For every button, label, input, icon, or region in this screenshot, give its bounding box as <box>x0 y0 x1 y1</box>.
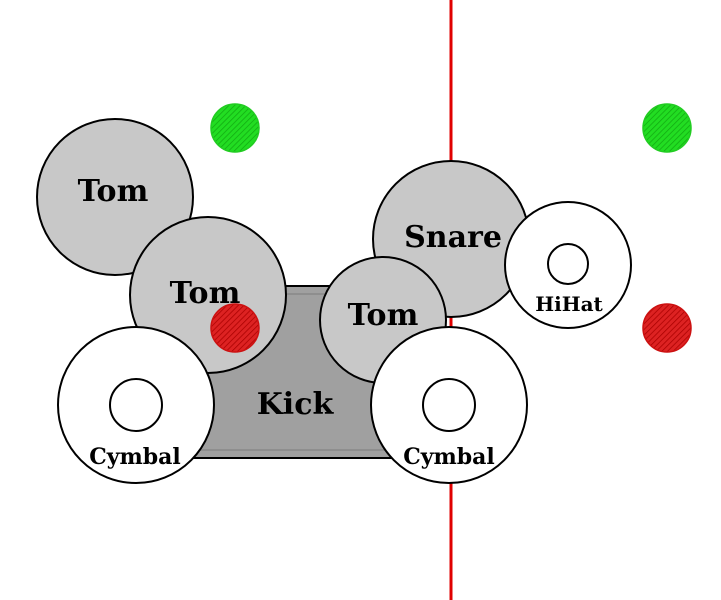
tom-upper-left[interactable]: Tom <box>36 118 194 276</box>
hihat[interactable]: HiHat <box>504 201 632 329</box>
snare-label: Snare <box>404 220 502 255</box>
green-marker-left <box>210 103 260 153</box>
cymbal-right-label: Cymbal <box>403 444 495 470</box>
kick-label: Kick <box>257 387 335 422</box>
cymbal-left-label: Cymbal <box>89 444 181 470</box>
red-marker-right <box>642 303 692 353</box>
hihat-label: HiHat <box>535 292 603 316</box>
green-marker-right <box>642 103 692 153</box>
cymbal-left[interactable]: Cymbal <box>57 326 215 484</box>
red-marker-center <box>210 303 260 353</box>
tom-right-label: Tom <box>348 298 419 333</box>
cymbal-right[interactable]: Cymbal <box>370 326 528 484</box>
tom-upper-left-label: Tom <box>78 174 149 209</box>
